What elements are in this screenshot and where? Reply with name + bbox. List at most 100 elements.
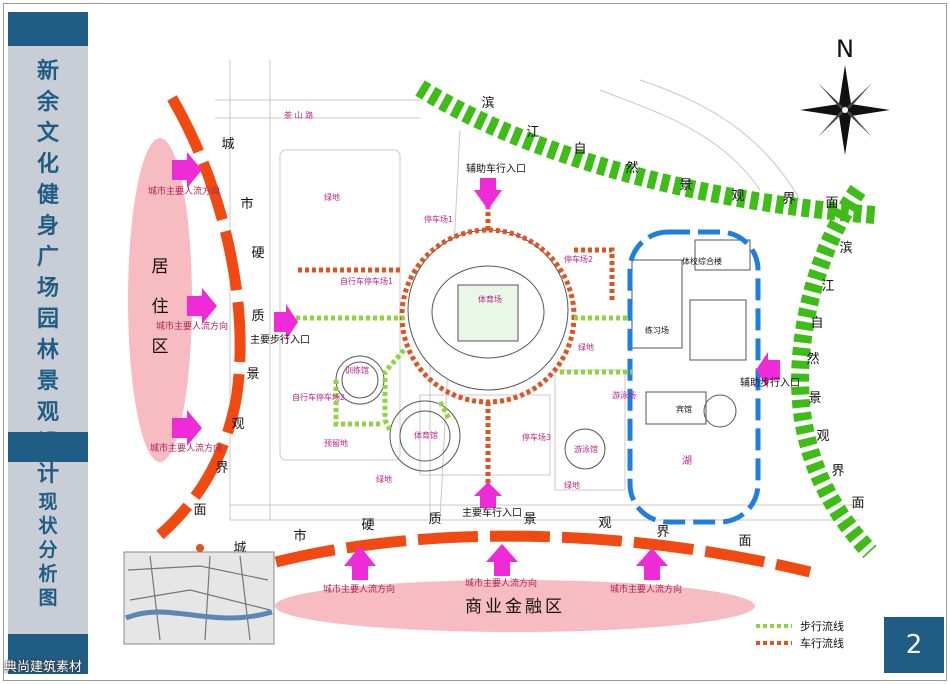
svg-text:景: 景 <box>808 391 821 406</box>
page-frame <box>3 3 947 681</box>
svg-text:质: 质 <box>428 512 441 527</box>
svg-text:绿地: 绿地 <box>324 192 340 202</box>
subtitle-char: 分 <box>38 539 58 561</box>
school-labels: 体校综合楼 练习场 宾馆 湖 <box>645 256 722 467</box>
river-edge-east <box>791 184 877 559</box>
svg-text:景: 景 <box>679 178 692 193</box>
svg-text:滨: 滨 <box>839 240 852 256</box>
svg-text:滨: 滨 <box>481 95 494 111</box>
sidebar-subtitle: 现 状 分 析 图 <box>8 490 88 610</box>
pedestrian-swatch <box>756 623 792 628</box>
svg-text:面: 面 <box>738 534 751 549</box>
commercial-zone <box>275 580 755 632</box>
svg-text:自: 自 <box>573 142 586 157</box>
site-analysis-map: 居 住 区 商业金融区 城 市 硬 质 景 观 界 面 城 市 硬 质 景 观 … <box>123 35 890 645</box>
svg-text:体育场: 体育场 <box>478 294 502 304</box>
svg-text:居: 居 <box>152 257 169 277</box>
svg-text:硬: 硬 <box>361 518 374 533</box>
title-char: 场 <box>36 275 59 301</box>
title-char: 身 <box>36 213 59 239</box>
svg-text:游泳场: 游泳场 <box>612 390 636 400</box>
residential-label: 居 住 区 <box>152 257 169 357</box>
commercial-label: 商业金融区 <box>465 597 565 617</box>
svg-text:绿地: 绿地 <box>376 474 392 484</box>
street-grid <box>215 60 860 521</box>
svg-text:辅助步行入口: 辅助步行入口 <box>740 376 800 389</box>
svg-text:界: 界 <box>215 461 228 476</box>
legend-label: 车行流线 <box>800 636 844 650</box>
svg-text:城市主要人流方向: 城市主要人流方向 <box>150 442 222 454</box>
svg-text:江: 江 <box>526 125 539 140</box>
svg-text:市: 市 <box>240 196 253 212</box>
svg-text:城市主要人流方向: 城市主要人流方向 <box>323 583 395 595</box>
svg-text:面: 面 <box>851 496 864 511</box>
svg-text:自行车停车场2: 自行车停车场2 <box>292 392 345 402</box>
subtitle-char: 析 <box>38 563 58 585</box>
title-char: 健 <box>36 182 59 208</box>
svg-text:训练馆: 训练馆 <box>345 365 369 375</box>
city-edge-west-labels: 城 市 硬 质 景 观 界 面 <box>193 137 264 518</box>
river-edge-north-labels: 滨 江 自 然 景 观 界 面 <box>481 95 838 211</box>
sidebar-top-band <box>8 12 88 46</box>
svg-text:观: 观 <box>598 516 611 531</box>
sidebar-title: 新 余 文 化 健 身 广 场 园 林 景 观 设 计 <box>8 56 88 490</box>
svg-text:城市主要人流方向: 城市主要人流方向 <box>156 320 228 332</box>
svg-text:宾馆: 宾馆 <box>676 404 692 414</box>
legend: 步行流线 车行流线 <box>756 617 844 651</box>
svg-text:观: 观 <box>731 189 744 204</box>
page-number: 2 <box>884 617 944 673</box>
svg-text:区: 区 <box>152 337 169 357</box>
svg-text:界: 界 <box>782 192 795 207</box>
svg-text:质: 质 <box>251 309 264 324</box>
sidebar-mid-band <box>8 432 88 462</box>
sidebar: 新 余 文 化 健 身 广 场 园 林 景 观 设 计 现 状 分 析 图 <box>8 12 88 674</box>
svg-text:住: 住 <box>152 297 169 317</box>
city-flow-labels: 城市主要人流方向 城市主要人流方向 城市主要人流方向 城市主要人流方向 城市主要… <box>148 185 682 595</box>
legend-pedestrian: 步行流线 <box>756 617 844 634</box>
pedestrian-flow <box>296 315 632 432</box>
city-edge-west <box>156 95 246 540</box>
facility-labels: 体育场 训练馆 体育馆 游泳馆 游泳场 停车场1 停车场2 停车场3 自行车停车… <box>284 110 636 490</box>
svg-text:城市主要人流方向: 城市主要人流方向 <box>465 577 537 589</box>
svg-text:观: 观 <box>231 417 244 432</box>
svg-text:界: 界 <box>831 464 844 479</box>
entry-labels: 辅助车行入口 主要车行入口 主要步行入口 辅助步行入口 <box>250 162 800 519</box>
title-char: 新 <box>36 58 59 84</box>
svg-text:绿地: 绿地 <box>578 342 594 352</box>
svg-text:茶 山 路: 茶 山 路 <box>284 110 313 120</box>
flow-arrows <box>172 152 780 580</box>
site-buildings <box>335 229 751 472</box>
title-char: 园 <box>36 306 59 332</box>
svg-text:主要车行入口: 主要车行入口 <box>462 506 522 519</box>
svg-text:然: 然 <box>806 351 819 367</box>
svg-text:体育馆: 体育馆 <box>414 430 438 440</box>
svg-text:城: 城 <box>221 137 234 152</box>
svg-text:体校综合楼: 体校综合楼 <box>682 256 722 266</box>
svg-text:景: 景 <box>523 512 536 527</box>
svg-text:练习场: 练习场 <box>645 325 669 335</box>
svg-text:硬: 硬 <box>251 246 264 261</box>
title-char: 化 <box>36 151 59 177</box>
title-char: 观 <box>36 399 59 425</box>
svg-text:面: 面 <box>193 503 206 518</box>
svg-text:辅助车行入口: 辅助车行入口 <box>466 162 526 175</box>
svg-text:N: N <box>836 35 854 63</box>
svg-text:江: 江 <box>821 279 834 294</box>
title-char: 计 <box>36 461 59 487</box>
svg-text:湖: 湖 <box>682 455 692 467</box>
svg-text:自: 自 <box>810 316 823 331</box>
svg-text:主要步行入口: 主要步行入口 <box>250 333 310 346</box>
residential-zone <box>128 138 192 462</box>
legend-label: 步行流线 <box>800 619 844 633</box>
subtitle-char: 图 <box>38 587 58 609</box>
svg-text:预留地: 预留地 <box>324 438 348 448</box>
river-edge-north <box>415 80 876 224</box>
svg-text:界: 界 <box>656 525 669 540</box>
svg-text:面: 面 <box>825 196 838 211</box>
svg-text:观: 观 <box>816 429 829 444</box>
svg-text:景: 景 <box>246 367 259 382</box>
svg-text:市: 市 <box>293 528 306 544</box>
svg-text:自行车停车场1: 自行车停车场1 <box>340 276 393 286</box>
title-char: 文 <box>36 120 59 146</box>
svg-text:城市主要人流方向: 城市主要人流方向 <box>148 185 220 197</box>
